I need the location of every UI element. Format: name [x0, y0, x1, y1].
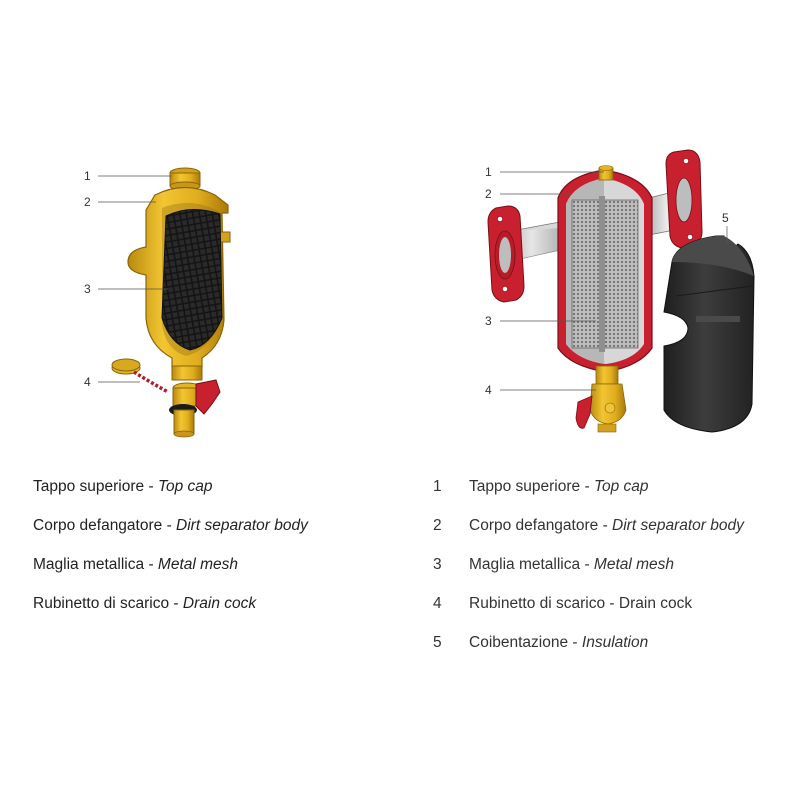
legend-left-en: Dirt separator body — [176, 517, 308, 534]
right-flange — [639, 149, 703, 249]
legend-left: Tappo superiore - Top cap Corpo defangat… — [33, 478, 373, 618]
legend-left-it: Tappo superiore — [33, 478, 145, 495]
legend-left-it: Maglia metallica — [33, 556, 145, 573]
legend-left-en: Top cap — [157, 478, 213, 495]
legend-right-en: Drain cock — [618, 595, 693, 612]
drain-cock-part — [111, 358, 221, 438]
legend-right-en: Insulation — [581, 634, 649, 651]
left-callout-1: 1 — [84, 169, 91, 183]
legend-right-it: Tappo superiore — [469, 478, 581, 495]
left-flange — [487, 205, 561, 303]
top-cap-part — [169, 167, 201, 191]
brass-dirt-separator — [111, 167, 231, 438]
legend-left-en: Metal mesh — [157, 556, 239, 573]
legend-left-item-3: Maglia metallica - Metal mesh — [33, 556, 239, 573]
legend-right-en: Top cap — [593, 478, 649, 495]
legend-right-item-2: 2 Corpo defangatore - Dirt separator bod… — [433, 517, 744, 534]
legend-right-num: 3 — [433, 556, 442, 573]
legend-right-item-1: 1 Tappo superiore - Top cap — [433, 478, 649, 495]
metal-mesh-part — [161, 209, 223, 351]
left-callout-2: 2 — [84, 195, 91, 209]
legend-left-it: Corpo defangatore — [33, 517, 163, 534]
legend-right-en: Metal mesh — [593, 556, 675, 573]
legend-right-item-5: 5 Coibentazione - Insulation — [433, 634, 649, 651]
legend-right-it: Coibentazione — [469, 634, 569, 651]
legend-left-it: Rubinetto di scarico — [33, 595, 170, 612]
insulation-part — [663, 235, 755, 433]
left-callout-3: 3 — [84, 282, 91, 296]
flanged-dirt-separator — [487, 149, 755, 433]
right-callout-2: 2 — [485, 187, 492, 201]
legend-left-item-4: Rubinetto di scarico - Drain cock — [33, 595, 257, 612]
right-callout-3: 3 — [485, 314, 492, 328]
legend-right-it: Rubinetto di scarico — [469, 595, 606, 612]
metal-mesh-part — [571, 196, 639, 352]
left-callout-4: 4 — [84, 375, 91, 389]
legend-right-item-3: 3 Maglia metallica - Metal mesh — [433, 556, 675, 573]
top-cap-part — [598, 165, 614, 181]
exploded-diagram: 1 2 3 4 — [84, 149, 755, 438]
legend-right-num: 1 — [433, 478, 442, 495]
legend-right-it: Corpo defangatore — [469, 517, 599, 534]
right-callout-4: 4 — [485, 383, 492, 397]
legend-right-item-4: 4 Rubinetto di scarico - Drain cock — [433, 595, 693, 612]
legend-right-num: 2 — [433, 517, 442, 534]
legend-left-item-1: Tappo superiore - Top cap — [33, 478, 213, 495]
legend-left-item-2: Corpo defangatore - Dirt separator body — [33, 517, 308, 534]
legend-right-num: 5 — [433, 634, 442, 651]
legend-left-en: Drain cock — [182, 595, 257, 612]
legend-right: 1 Tappo superiore - Top cap 2 Corpo defa… — [433, 478, 773, 658]
right-callouts: 1 2 3 4 5 — [485, 165, 729, 397]
right-callout-1: 1 — [485, 165, 492, 179]
legend-right-en: Dirt separator body — [612, 517, 744, 534]
legend-right-num: 4 — [433, 595, 442, 612]
legend-right-it: Maglia metallica — [469, 556, 581, 573]
drain-cock-part — [575, 365, 627, 433]
right-callout-5: 5 — [722, 211, 729, 225]
left-callouts: 1 2 3 4 — [84, 169, 172, 389]
